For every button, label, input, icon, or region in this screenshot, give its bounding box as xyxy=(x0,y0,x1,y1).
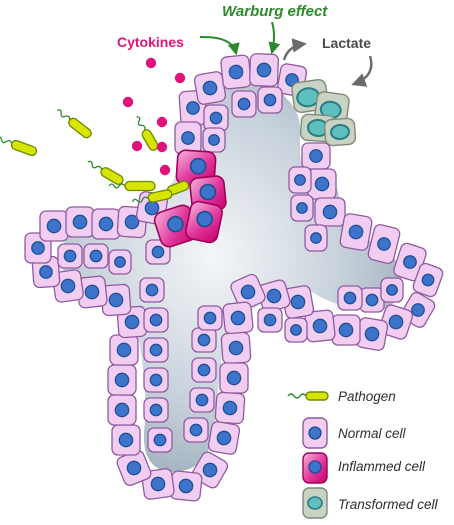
normal-cell xyxy=(203,104,229,132)
pathogen-group xyxy=(0,109,190,203)
lactate-label: Lactate xyxy=(322,35,371,51)
legend-normal-icon xyxy=(302,417,328,449)
normal-cell xyxy=(257,279,291,313)
normal-cell xyxy=(108,249,132,275)
normal-cell xyxy=(52,269,84,303)
legend-pathogen-icon xyxy=(287,391,329,401)
normal-cell xyxy=(367,224,401,264)
cytokine-dot xyxy=(174,72,186,84)
pathogen xyxy=(0,136,38,157)
normal-cell xyxy=(169,470,203,502)
normal-cell xyxy=(339,213,373,251)
normal-cell xyxy=(412,262,444,298)
normal-cell xyxy=(147,427,173,453)
pathogen xyxy=(87,160,124,185)
normal-cell xyxy=(304,224,328,252)
normal-cell xyxy=(107,364,137,396)
epithelial-layer xyxy=(24,53,444,502)
cytokine-dot xyxy=(156,116,168,128)
legend-pathogen-label: Pathogen xyxy=(338,389,396,404)
normal-cell xyxy=(207,421,241,455)
normal-cell xyxy=(314,197,346,227)
cytokines-arrow xyxy=(199,35,240,56)
cytokine-dot xyxy=(159,164,171,176)
normal-cell xyxy=(257,307,283,333)
cytokine-group xyxy=(122,57,186,176)
cytokine-dot xyxy=(131,140,143,152)
cytokine-dot xyxy=(145,57,157,69)
normal-cell xyxy=(214,391,246,425)
warburg-label: Warburg effect xyxy=(222,3,328,20)
legend-inflamed-label: Inflammed cell xyxy=(338,459,426,474)
legend-normal-label: Normal cell xyxy=(338,426,407,441)
lactate-arrow-out xyxy=(282,38,307,61)
normal-cell xyxy=(284,317,308,343)
normal-cell xyxy=(39,210,69,242)
normal-cell xyxy=(355,317,389,351)
normal-cell xyxy=(281,285,315,319)
legend-transformed-icon xyxy=(302,487,328,519)
normal-cell xyxy=(378,304,414,340)
normal-cell xyxy=(143,397,169,423)
pathogen xyxy=(132,189,173,203)
warburg-arrow xyxy=(268,21,281,55)
normal-cell xyxy=(191,327,217,353)
normal-cell xyxy=(174,121,202,155)
normal-cell xyxy=(65,206,95,238)
normal-cell xyxy=(290,194,314,222)
normal-cell xyxy=(222,301,254,335)
normal-cell xyxy=(109,334,139,366)
normal-cell xyxy=(337,285,363,311)
transformed-cell-cluster xyxy=(291,78,357,147)
legend-transformed-label: Transformed cell xyxy=(338,497,439,512)
legend-inflamed-icon xyxy=(302,452,328,484)
transformed-cell xyxy=(323,117,357,147)
normal-cell xyxy=(307,168,337,200)
normal-cell xyxy=(143,337,169,363)
normal-cell xyxy=(202,127,226,153)
cytokine-dot xyxy=(156,141,168,153)
normal-cell xyxy=(197,305,223,331)
pathogen xyxy=(136,115,159,151)
normal-cell xyxy=(301,142,331,170)
pathogen xyxy=(108,180,156,192)
cytokines-label: Cytokines xyxy=(117,34,184,50)
normal-cell xyxy=(183,417,209,443)
normal-cell xyxy=(143,367,169,393)
normal-cell xyxy=(191,357,217,383)
normal-cell xyxy=(249,53,279,87)
normal-cell xyxy=(57,243,83,269)
normal-cell xyxy=(100,283,132,317)
normal-cell xyxy=(145,239,171,265)
normal-cell xyxy=(83,243,109,269)
normal-cell xyxy=(189,387,215,413)
lactate-arrow-in xyxy=(351,55,373,87)
inflamed-cell xyxy=(185,200,223,244)
legend: Pathogen Normal cell Inflammed cell Tran… xyxy=(287,389,439,519)
normal-cell xyxy=(331,314,361,346)
normal-cell xyxy=(193,71,227,105)
inflamed-cell xyxy=(153,204,199,248)
normal-cell xyxy=(111,424,141,456)
normal-cell xyxy=(359,287,385,313)
normal-cell xyxy=(76,275,108,309)
normal-cell xyxy=(304,309,336,343)
normal-cell xyxy=(139,277,165,303)
normal-cell xyxy=(231,90,257,118)
normal-cell xyxy=(230,273,266,311)
normal-cell xyxy=(219,362,249,394)
normal-cell xyxy=(257,86,283,114)
pathogen xyxy=(56,109,92,139)
normal-cell xyxy=(91,208,121,240)
inflamed-cell-cluster xyxy=(153,149,227,248)
normal-cell xyxy=(220,54,252,90)
normal-cell xyxy=(107,394,137,426)
normal-cell xyxy=(143,307,169,333)
normal-cell xyxy=(380,277,404,303)
cytokine-dot xyxy=(122,96,134,108)
normal-cell xyxy=(220,331,252,365)
normal-cell xyxy=(288,166,312,194)
